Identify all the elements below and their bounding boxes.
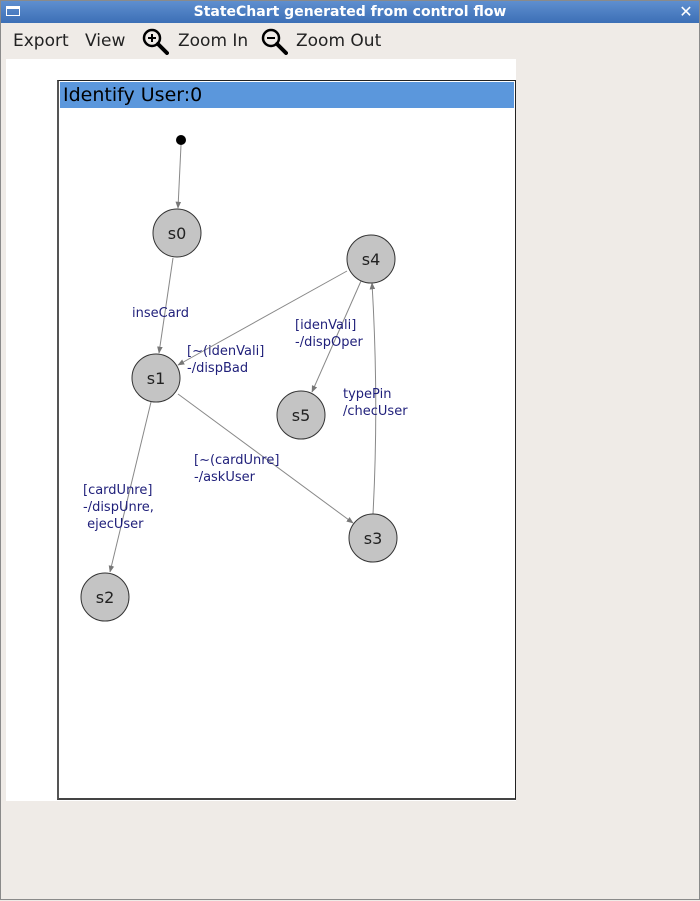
state-label: s0	[168, 224, 187, 243]
label-s4-s5-guard: [idenVali]	[295, 318, 356, 333]
label-s0-s1: inseCard	[132, 306, 189, 321]
label-s4-s5-action: -/dispOper	[295, 335, 363, 350]
menu-bar: Export View Zoom In Zoom Out	[1, 25, 699, 57]
zoom-out-icon[interactable]	[260, 27, 288, 55]
initial-state	[176, 135, 186, 145]
title-bar[interactable]: StateChart generated from control flow ✕	[1, 1, 699, 23]
transition-s4-s1	[177, 270, 348, 366]
transition-s1-s2	[108, 401, 152, 573]
view-menu[interactable]: View	[85, 31, 126, 51]
label-s1-s2-action2: ejecUser	[83, 517, 144, 532]
transition-s0-s1	[157, 257, 174, 354]
state-label: s3	[364, 529, 383, 548]
label-s4-s1-guard: [~(idenVali]	[187, 344, 264, 359]
state-s0[interactable]: s0	[152, 208, 202, 258]
close-icon[interactable]: ✕	[679, 2, 693, 21]
state-s3[interactable]: s3	[348, 513, 398, 563]
statechart-panel	[57, 80, 516, 800]
label-s3-s4-action: /checUser	[343, 404, 408, 419]
window-menu-icon[interactable]	[6, 6, 20, 16]
label-s1-s2-action: -/dispUnre,	[83, 500, 154, 515]
export-menu[interactable]: Export	[13, 31, 69, 51]
state-label: s4	[362, 250, 381, 269]
zoom-in-button[interactable]: Zoom In	[178, 31, 249, 51]
transition-s4-s5	[311, 280, 362, 393]
transition-initial-s0	[175, 144, 182, 209]
label-s3-s4-event: typePin	[343, 387, 391, 402]
state-s4[interactable]: s4	[346, 234, 396, 284]
state-label: s5	[292, 406, 311, 425]
state-label: s2	[96, 588, 115, 607]
transition-s3-s4	[369, 282, 377, 515]
state-s2[interactable]: s2	[80, 572, 130, 622]
panel-title: Identify User:0	[63, 84, 203, 106]
window-title: StateChart generated from control flow	[193, 4, 507, 20]
panel-header	[60, 82, 514, 108]
label-s1-s3-guard: [~(cardUnre]	[194, 453, 279, 468]
zoom-in-icon[interactable]	[141, 27, 169, 55]
state-s1[interactable]: s1	[131, 353, 181, 403]
state-s5[interactable]: s5	[276, 390, 326, 440]
transition-s1-s3	[177, 393, 354, 524]
label-s1-s3-action: -/askUser	[194, 470, 256, 485]
label-s1-s2-guard: [cardUnre]	[83, 483, 152, 498]
label-s4-s1-action: -/dispBad	[187, 361, 248, 376]
state-label: s1	[147, 369, 166, 388]
zoom-out-button[interactable]: Zoom Out	[296, 31, 382, 51]
